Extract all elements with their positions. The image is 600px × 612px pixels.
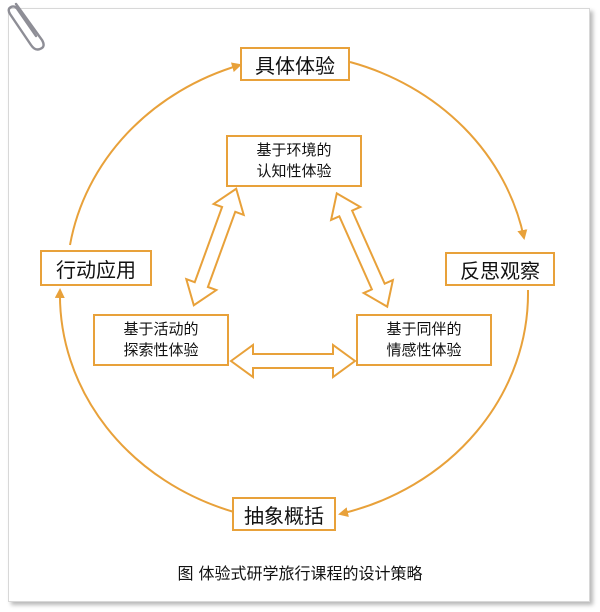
node-peer-emotional: 基于同伴的 情感性体验 <box>356 314 492 366</box>
cycle-arrow-right-bottom <box>338 289 530 518</box>
node-active-application-label: 行动应用 <box>56 257 136 282</box>
node-environment-cognitive-line1: 基于环境的 <box>256 141 332 159</box>
cycle-arrow-bottom-left <box>54 288 235 513</box>
figure-caption: 图 体验式研学旅行课程的设计策略 <box>177 564 423 583</box>
node-reflective-observation-label: 反思观察 <box>460 258 540 283</box>
cycle-arrow-left-top <box>69 62 242 246</box>
node-concrete-experience-label: 具体体验 <box>255 53 335 78</box>
double-arrow-top-left <box>184 187 246 307</box>
node-activity-exploratory-line1: 基于活动的 <box>123 320 199 338</box>
node-concrete-experience: 具体体验 <box>240 47 350 81</box>
node-peer-emotional-line2: 情感性体验 <box>386 341 462 359</box>
double-arrow-top-right <box>329 191 395 309</box>
node-activity-exploratory: 基于活动的 探索性体验 <box>93 314 229 366</box>
node-active-application: 行动应用 <box>40 250 152 286</box>
paperclip-icon <box>7 2 45 51</box>
node-reflective-observation: 反思观察 <box>445 252 555 286</box>
double-arrow-bottom <box>229 343 357 379</box>
node-activity-exploratory-line2: 探索性体验 <box>123 341 199 359</box>
node-abstract-conceptualization: 抽象概括 <box>232 497 336 531</box>
cycle-arrow-top-right <box>349 61 528 240</box>
node-environment-cognitive: 基于环境的 认知性体验 <box>226 135 362 187</box>
node-abstract-conceptualization-label: 抽象概括 <box>244 503 324 528</box>
node-peer-emotional-line1: 基于同伴的 <box>386 320 462 338</box>
node-environment-cognitive-line2: 认知性体验 <box>256 162 332 180</box>
